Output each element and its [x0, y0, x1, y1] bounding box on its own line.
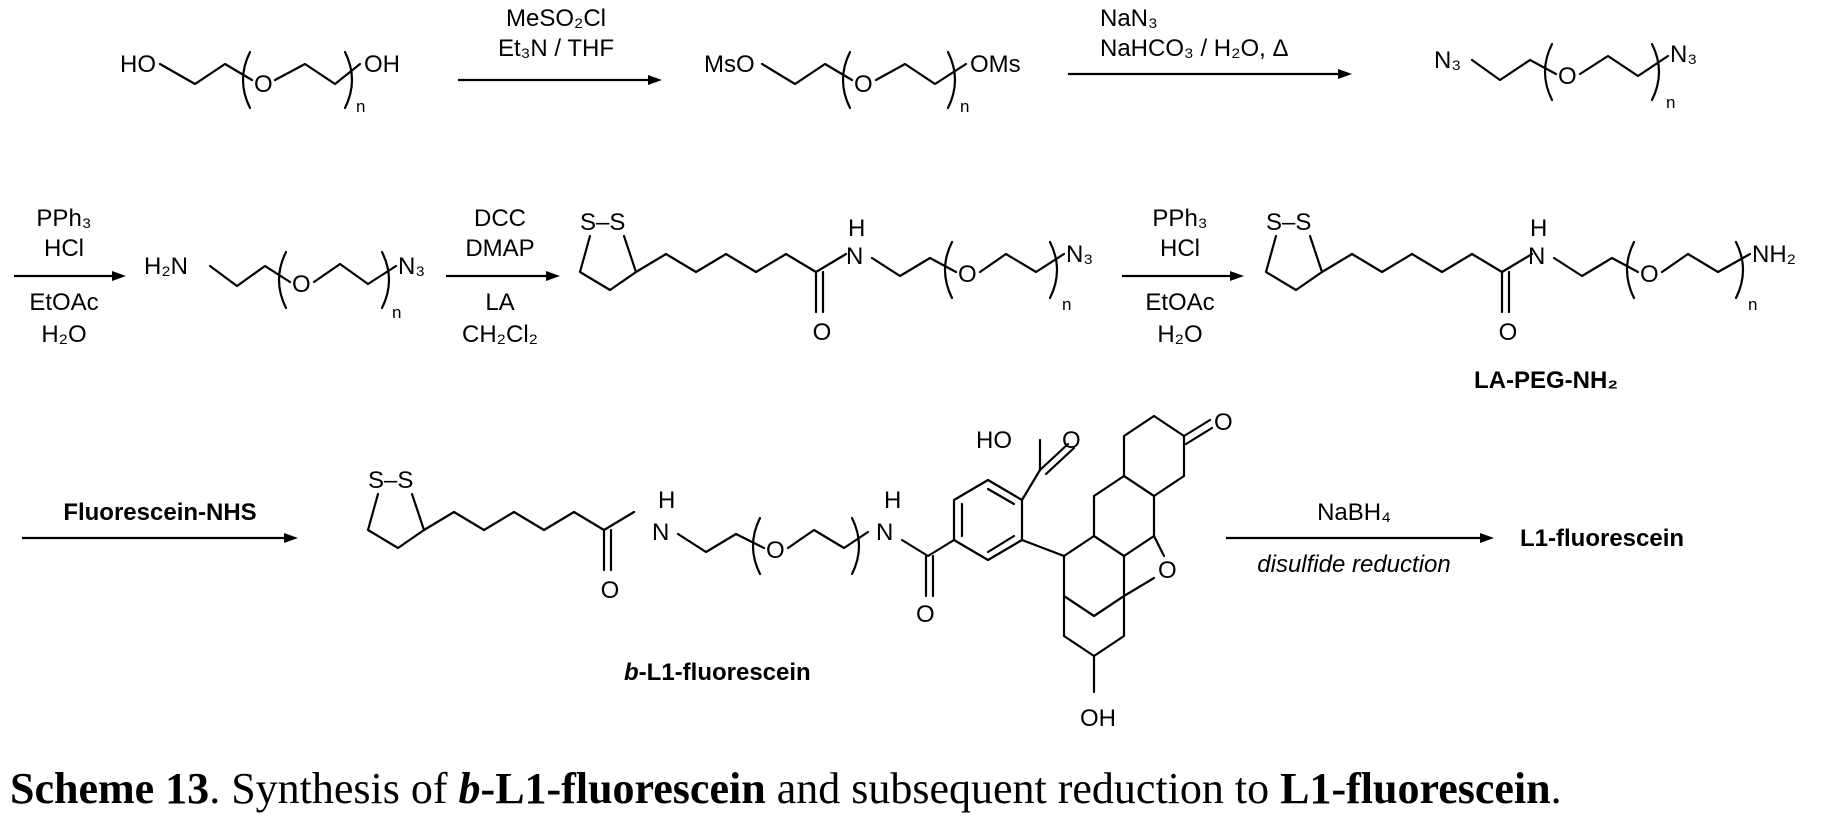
- reaction-arrow-3: PPh₃ HCl EtOAc H₂O: [14, 205, 126, 348]
- reagent-fluorescein-nhs: Fluorescein-NHS: [63, 499, 256, 526]
- reagent-la: LA: [485, 289, 514, 316]
- amide-h-label-1: H: [848, 215, 865, 242]
- caption-text-2: and subsequent reduction to: [766, 764, 1280, 813]
- caption-bold-b: b: [459, 764, 481, 813]
- peg-diol-structure: HO OH O n: [120, 51, 400, 116]
- ho-label: HO: [120, 51, 156, 78]
- reagent-hcl-b: HCl: [1160, 235, 1200, 262]
- n3-label-amine: N₃: [398, 253, 425, 280]
- reaction-arrow-7: NaBH₄ disulfide reduction: [1226, 499, 1494, 578]
- repeat-n-label-5: n: [1062, 295, 1071, 314]
- caption-text-3: .: [1551, 764, 1562, 813]
- ether-o-label-7: O: [766, 537, 785, 564]
- reagent-etoac-b: EtOAc: [1145, 289, 1214, 316]
- reagent-dmap: DMAP: [465, 235, 534, 262]
- la-peg-nh2-name: LA-PEG-NH₂: [1474, 367, 1618, 394]
- b-l1-fluorescein-structure: S–S O H N O H N O HO O: [368, 409, 1233, 732]
- disulfide-label-1: S–S: [580, 209, 625, 236]
- amide-h-label-3: H: [658, 487, 675, 514]
- b-prefix: b: [624, 659, 639, 686]
- reagent-h2o-a: H₂O: [41, 321, 86, 348]
- scheme-caption: Scheme 13. Synthesis of b-L1-fluorescein…: [10, 764, 1821, 815]
- oms-label: OMs: [970, 51, 1021, 78]
- phenol-oh-label: OH: [1080, 705, 1116, 732]
- reagent-nabh4: NaBH₄: [1317, 499, 1391, 526]
- amide-h-label-4: H: [884, 487, 901, 514]
- reagent-etoac-a: EtOAc: [29, 289, 98, 316]
- ether-o-label-6: O: [1640, 261, 1659, 288]
- reaction-scheme: HO OH O n MeSO₂Cl Et₃N / THF MsO OMs O n…: [0, 0, 1831, 760]
- carbonyl-o-label-2: O: [1499, 319, 1518, 346]
- xanthene-carbonyl-o: O: [1214, 409, 1233, 436]
- reaction-arrow-1: MeSO₂Cl Et₃N / THF: [458, 5, 662, 85]
- disulfide-label-3: S–S: [368, 467, 413, 494]
- acid-o-label: O: [1062, 427, 1081, 454]
- reagent-nahco3: NaHCO₃ / H₂O, Δ: [1100, 35, 1288, 62]
- la-peg-amine-structure: S–S O H N O NH₂ n LA-PEG-NH₂: [1266, 209, 1796, 394]
- reagent-dcc: DCC: [474, 205, 526, 232]
- nh2-label: NH₂: [1752, 241, 1796, 268]
- ether-o-label-5: O: [958, 261, 977, 288]
- b-l1-fluorescein-name: b-L1-fluorescein: [624, 659, 811, 686]
- amino-peg-azide-structure: H₂N N₃ O n: [144, 252, 425, 322]
- reaction-arrow-4: DCC DMAP LA CH₂Cl₂: [446, 205, 560, 348]
- reagent-mesylchloride: MeSO₂Cl: [506, 5, 606, 32]
- caption-label: Scheme 13: [10, 764, 209, 813]
- reagent-nan3: NaN₃: [1100, 5, 1158, 32]
- ether-o-label-3: O: [1558, 63, 1577, 90]
- n3-label-right: N₃: [1670, 41, 1697, 68]
- ether-o-label-4: O: [292, 271, 311, 298]
- mso-label: MsO: [704, 51, 755, 78]
- reaction-arrow-5: PPh₃ HCl EtOAc H₂O: [1122, 205, 1244, 348]
- reagent-pph3-a: PPh₃: [36, 205, 91, 232]
- reagent-ch2cl2: CH₂Cl₂: [462, 321, 538, 348]
- repeat-n-label-2: n: [960, 97, 969, 116]
- caption-text-1: . Synthesis of: [209, 764, 458, 813]
- xanthene-ring-o: O: [1158, 557, 1177, 584]
- b-l1-fluorescein-rest: -L1-fluorescein: [639, 659, 811, 686]
- caption-bold-2: L1-fluorescein: [1280, 764, 1551, 813]
- carbonyl-o-label-3: O: [601, 577, 620, 604]
- h2n-label: H₂N: [144, 253, 188, 280]
- reaction-arrow-2: NaN₃ NaHCO₃ / H₂O, Δ: [1068, 5, 1352, 79]
- ether-o-label: O: [254, 71, 273, 98]
- amide-n-label-4: N: [876, 519, 893, 546]
- carbonyl-o-label-4: O: [916, 601, 935, 628]
- reaction-arrow-6: Fluorescein-NHS: [22, 499, 298, 543]
- repeat-n-label-6: n: [1748, 295, 1757, 314]
- repeat-n-label-3: n: [1666, 93, 1675, 112]
- peg-dimesylate-structure: MsO OMs O n: [704, 51, 1021, 116]
- n3-label-left: N₃: [1434, 47, 1461, 74]
- reagent-disulfide-reduction: disulfide reduction: [1257, 551, 1450, 578]
- amide-h-label-2: H: [1530, 215, 1547, 242]
- amide-n-label-2: N: [1528, 243, 1545, 270]
- ether-o-label-2: O: [854, 71, 873, 98]
- n3-label-la: N₃: [1066, 241, 1093, 268]
- reagent-hcl-a: HCl: [44, 235, 84, 262]
- caption-bold-1: -L1-fluorescein: [481, 764, 766, 813]
- carbonyl-o-label-1: O: [813, 319, 832, 346]
- amide-n-label-1: N: [846, 243, 863, 270]
- repeat-n-label: n: [356, 97, 365, 116]
- peg-diazide-structure: N₃ N₃ O n: [1434, 41, 1697, 112]
- repeat-n-label-4: n: [392, 303, 401, 322]
- la-peg-azide-structure: S–S O H N O N₃ n: [580, 209, 1093, 346]
- reagent-et3n-thf: Et₃N / THF: [498, 35, 614, 62]
- reagent-h2o-b: H₂O: [1157, 321, 1202, 348]
- amide-n-label-3: N: [652, 519, 669, 546]
- l1-fluorescein-product: L1-fluorescein: [1520, 525, 1684, 552]
- reagent-pph3-b: PPh₃: [1152, 205, 1207, 232]
- oh-label: OH: [364, 51, 400, 78]
- disulfide-label-2: S–S: [1266, 209, 1311, 236]
- acid-ho-label: HO: [976, 427, 1012, 454]
